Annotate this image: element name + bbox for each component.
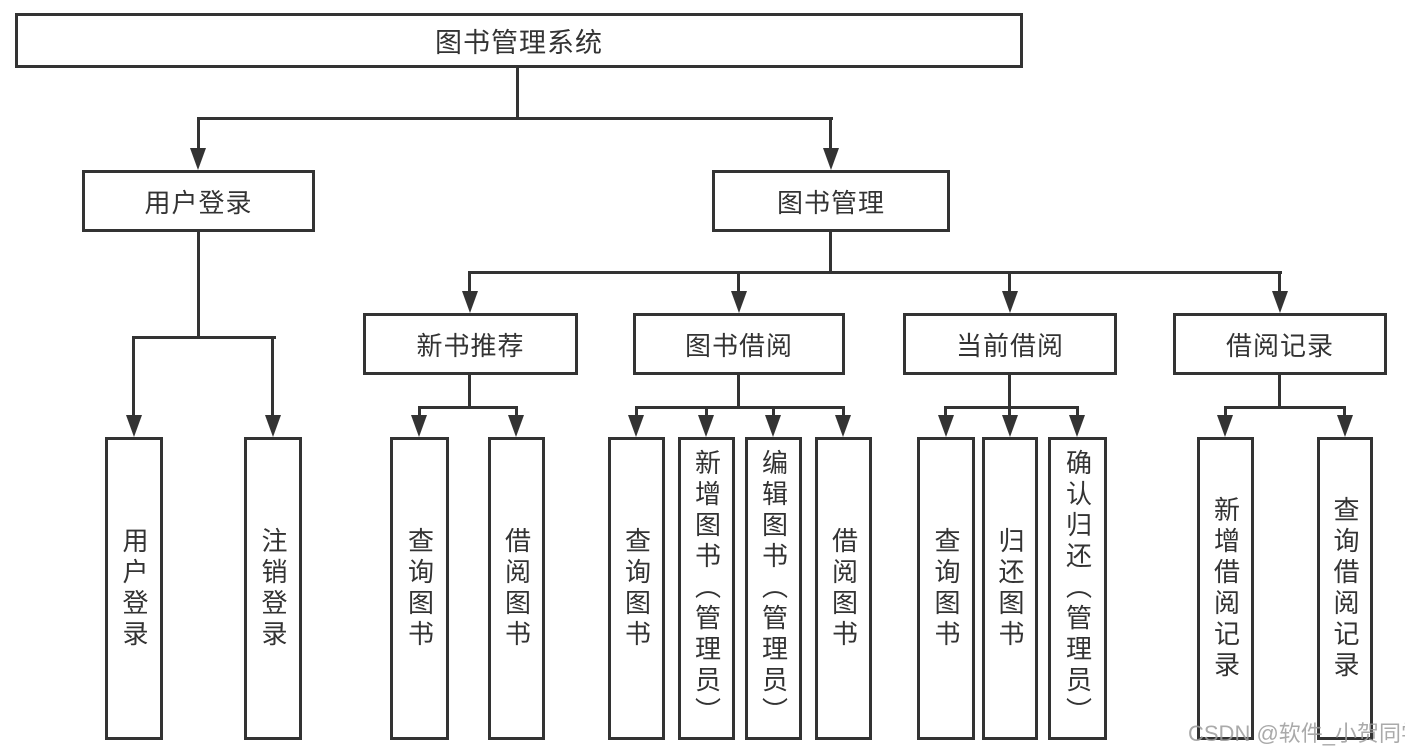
connector-line xyxy=(635,406,638,417)
node-book-management-label: 图书管理 xyxy=(776,187,885,218)
leaf-return-book-label: 归还图书 xyxy=(995,526,1025,651)
arrowhead-icon xyxy=(938,415,954,437)
connector-line xyxy=(1008,406,1011,417)
node-new-book-recommend-label: 新书推荐 xyxy=(416,330,525,361)
leaf-borrow-books-recommend-label: 借阅图书 xyxy=(501,526,532,651)
node-borrowing-records-label: 借阅记录 xyxy=(1225,330,1334,361)
connector-line xyxy=(197,117,200,150)
connector-line xyxy=(1076,406,1079,417)
node-user-login-label: 用户登录 xyxy=(144,187,253,218)
connector-line xyxy=(132,336,135,417)
connector-line xyxy=(197,232,200,338)
leaf-edit-book-admin: 编辑图书（管理员） xyxy=(745,437,802,740)
leaf-add-book-admin: 新增图书（管理员） xyxy=(678,437,735,740)
arrowhead-icon xyxy=(508,415,524,437)
connector-line xyxy=(1343,406,1346,417)
node-current-borrowing: 当前借阅 xyxy=(903,313,1117,375)
watermark: CSDN @软件_小贺同学 xyxy=(1188,721,1405,746)
arrowhead-icon xyxy=(411,415,427,437)
node-borrowing-records: 借阅记录 xyxy=(1173,313,1387,375)
arrowhead-icon xyxy=(1069,415,1085,437)
node-root-label: 图书管理系统 xyxy=(435,28,603,58)
node-book-borrowing-label: 图书借阅 xyxy=(684,330,793,361)
leaf-return-book: 归还图书 xyxy=(982,437,1038,740)
connector-line xyxy=(772,406,775,417)
leaf-logout: 注销登录 xyxy=(244,437,302,740)
connector-line xyxy=(468,375,471,408)
connector-line xyxy=(1278,375,1281,408)
leaf-query-books-borrowing: 查询图书 xyxy=(608,437,665,740)
leaf-confirm-return-admin-label: 确认归还（管理员） xyxy=(1062,449,1093,728)
connector-line xyxy=(197,117,833,120)
connector-line xyxy=(635,406,845,409)
connector-line xyxy=(829,232,832,274)
leaf-user-login: 用户登录 xyxy=(105,437,163,740)
leaf-query-books-recommend: 查询图书 xyxy=(390,437,449,740)
connector-line xyxy=(737,271,740,293)
connector-line xyxy=(944,406,947,417)
arrowhead-icon xyxy=(462,291,478,313)
node-root: 图书管理系统 xyxy=(15,13,1023,68)
connector-line xyxy=(271,336,274,417)
leaf-query-books-current-label: 查询图书 xyxy=(931,526,961,651)
connector-line xyxy=(132,336,276,339)
node-book-borrowing: 图书借阅 xyxy=(633,313,845,375)
connector-line xyxy=(516,68,519,120)
arrowhead-icon xyxy=(823,148,839,170)
connector-line xyxy=(1224,406,1346,409)
node-book-management: 图书管理 xyxy=(712,170,950,232)
leaf-borrow-books-borrowing: 借阅图书 xyxy=(815,437,872,740)
leaf-add-book-admin-label: 新增图书（管理员） xyxy=(691,449,722,728)
leaf-query-borrow-record-label: 查询借阅记录 xyxy=(1330,495,1360,682)
connector-line xyxy=(468,271,471,293)
arrowhead-icon xyxy=(1337,415,1353,437)
connector-line xyxy=(469,271,1282,274)
connector-line xyxy=(1008,271,1011,293)
leaf-query-books-recommend-label: 查询图书 xyxy=(404,526,435,651)
arrowhead-icon xyxy=(126,415,142,437)
node-user-login: 用户登录 xyxy=(82,170,315,232)
arrowhead-icon xyxy=(1002,415,1018,437)
leaf-query-books-borrowing-label: 查询图书 xyxy=(621,526,652,651)
leaf-confirm-return-admin: 确认归还（管理员） xyxy=(1048,437,1107,740)
connector-line xyxy=(418,406,421,417)
leaf-query-borrow-record: 查询借阅记录 xyxy=(1317,437,1373,740)
connector-line xyxy=(1008,375,1011,408)
node-new-book-recommend: 新书推荐 xyxy=(363,313,578,375)
arrowhead-icon xyxy=(698,415,714,437)
arrowhead-icon xyxy=(1217,415,1233,437)
arrowhead-icon xyxy=(628,415,644,437)
arrowhead-icon xyxy=(765,415,781,437)
connector-line xyxy=(515,406,518,417)
node-current-borrowing-label: 当前借阅 xyxy=(955,330,1064,361)
arrowhead-icon xyxy=(1002,291,1018,313)
arrowhead-icon xyxy=(190,148,206,170)
leaf-logout-label: 注销登录 xyxy=(258,526,288,651)
leaf-query-books-current: 查询图书 xyxy=(917,437,975,740)
leaf-edit-book-admin-label: 编辑图书（管理员） xyxy=(758,449,789,728)
leaf-add-borrow-record: 新增借阅记录 xyxy=(1197,437,1254,740)
connector-line xyxy=(944,406,1079,409)
leaf-borrow-books-recommend: 借阅图书 xyxy=(488,437,545,740)
arrowhead-icon xyxy=(835,415,851,437)
leaf-user-login-label: 用户登录 xyxy=(119,526,149,651)
arrowhead-icon xyxy=(265,415,281,437)
arrowhead-icon xyxy=(1272,291,1288,313)
connector-line xyxy=(829,117,832,150)
connector-line xyxy=(1278,271,1281,293)
connector-line xyxy=(737,375,740,408)
leaf-borrow-books-borrowing-label: 借阅图书 xyxy=(828,526,859,651)
connector-line xyxy=(842,406,845,417)
connector-line xyxy=(705,406,708,417)
leaf-add-borrow-record-label: 新增借阅记录 xyxy=(1210,495,1241,682)
connector-line xyxy=(1224,406,1227,417)
connector-line xyxy=(418,406,518,409)
arrowhead-icon xyxy=(731,291,747,313)
